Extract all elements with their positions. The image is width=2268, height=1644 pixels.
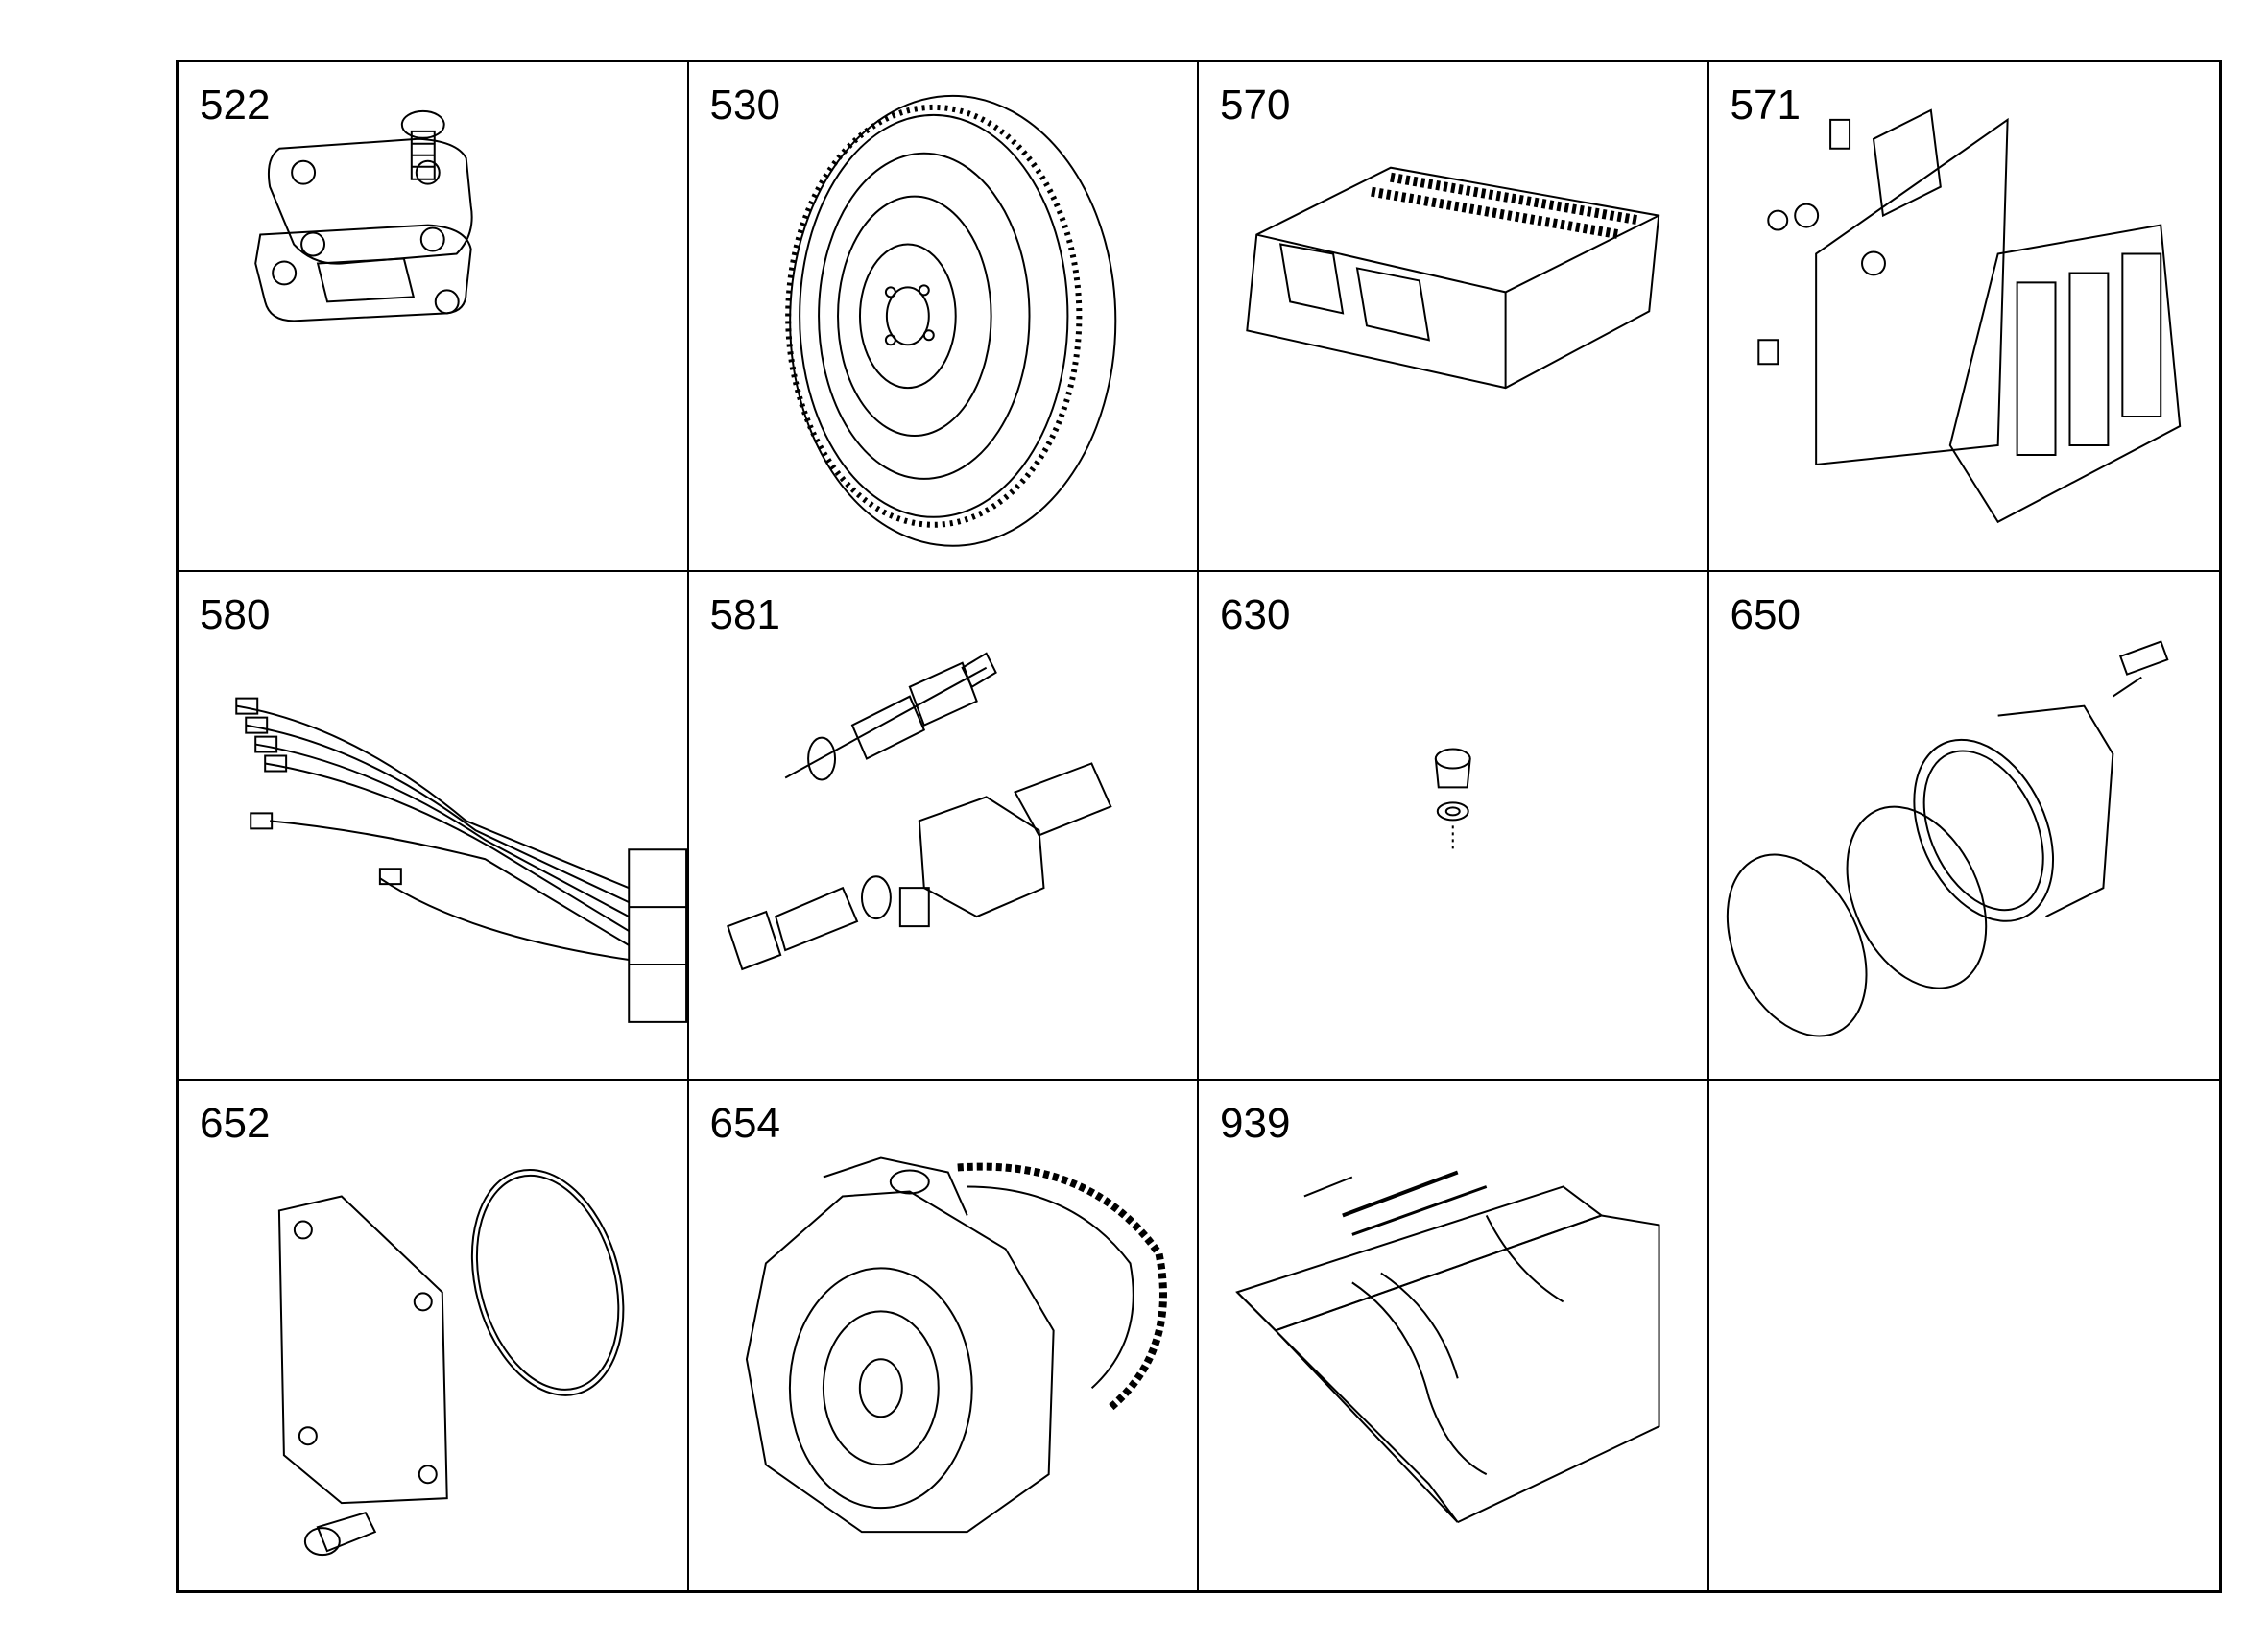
part-number: 580 [200,590,271,638]
part-cell-570[interactable]: 570 [1199,62,1709,572]
part-number: 571 [1730,82,1801,129]
part-cell-630[interactable]: 630 [1199,571,1709,1082]
part-number: 654 [709,1100,780,1148]
part-cell-571[interactable]: 571 [1708,62,2220,572]
part-cell-530[interactable]: 530 [688,62,1199,572]
housing-and-o-rings-icon [1709,572,2220,1080]
part-number: 650 [1730,590,1801,638]
part-cell-522[interactable]: 522 [179,62,689,572]
part-cell-650[interactable]: 650 [1708,572,2220,1082]
part-number: 630 [1220,590,1291,638]
manual-booklet-icon [1199,1081,1707,1590]
wiring-harness-icon [179,572,687,1080]
parts-grid: 522 530 570 [176,60,2222,1593]
part-number: 530 [709,82,780,129]
part-cell-939[interactable]: 939 [1199,1081,1709,1590]
mounting-bracket-icon [1709,62,2220,570]
gasket-plate-and-bolt-icon [179,62,687,570]
plug-screw-icon [1199,572,1707,1080]
cover-and-o-ring-icon [179,1081,687,1590]
pump-with-gear-icon [689,1081,1198,1590]
part-cell-580[interactable]: 580 [179,571,689,1082]
part-cell-654[interactable]: 654 [689,1081,1199,1590]
part-cell-empty [1709,1081,2220,1590]
part-number: 522 [200,82,271,129]
part-cell-652[interactable]: 652 [179,1081,689,1590]
part-number: 652 [200,1100,271,1148]
flywheel-icon [689,62,1198,570]
part-number: 581 [709,590,780,638]
control-unit-icon [1199,62,1707,570]
sensor-switches-icon [689,572,1198,1080]
part-number: 939 [1220,1100,1291,1148]
part-number: 570 [1220,82,1291,129]
part-cell-581[interactable]: 581 [688,571,1199,1082]
